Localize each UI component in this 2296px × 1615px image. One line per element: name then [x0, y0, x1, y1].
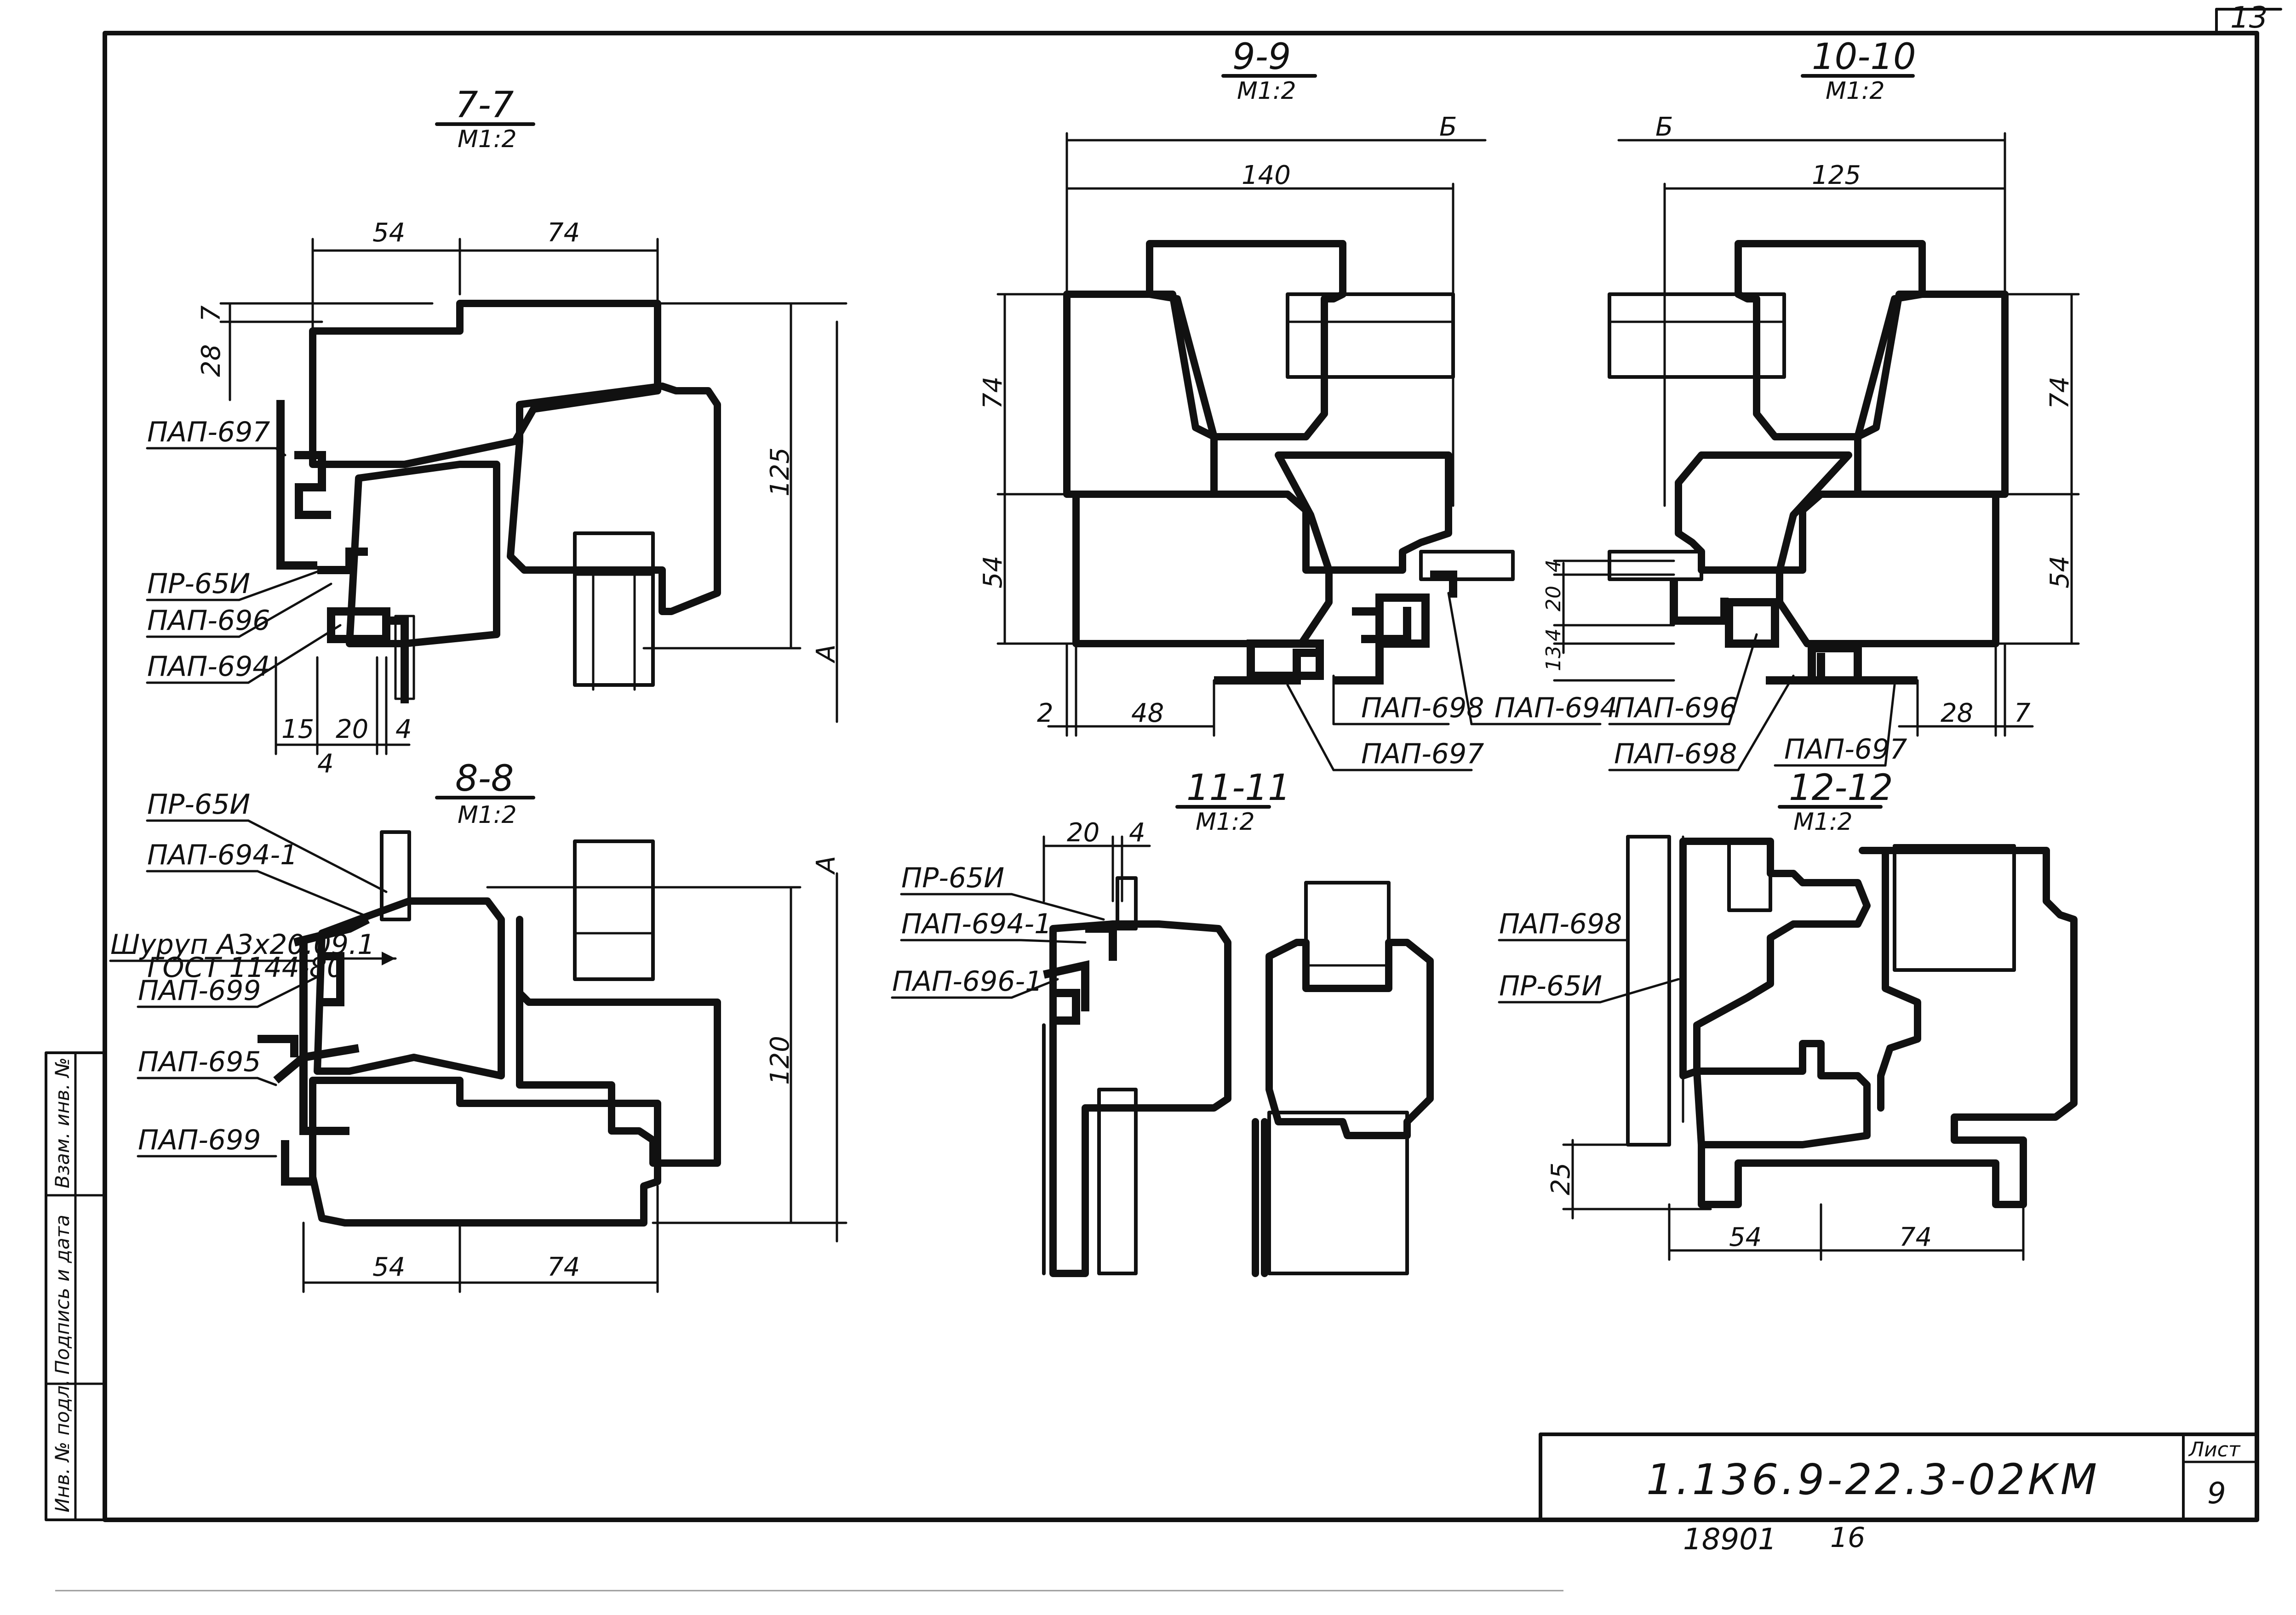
dim-7-7-7: 7 — [196, 305, 226, 322]
dim-7-7-15: 15 — [281, 714, 314, 744]
label-9-9-pap697: ПАП-697 — [1361, 738, 1484, 770]
section-7-7-scale: М1:2 — [458, 126, 517, 153]
label-7-7-pr65i: ПР-65И — [147, 568, 250, 600]
dim-10-10-125: 125 — [1812, 160, 1861, 190]
dim-7-7-4a: 4 — [317, 749, 334, 779]
section-8-8-scale: М1:2 — [458, 801, 517, 829]
section-9-9-title: 9-9 — [1232, 36, 1291, 78]
section-11-11-scale: М1:2 — [1196, 808, 1255, 836]
section-9-9-scale: М1:2 — [1237, 77, 1296, 105]
stamp-code: 1.136.9-22.3-02КМ — [1646, 1455, 2100, 1504]
dim-9-9-140: 140 — [1242, 160, 1291, 190]
label-12-12-pr65i: ПР-65И — [1499, 970, 1602, 1002]
section-10-10-scale: М1:2 — [1826, 77, 1885, 105]
label-10-10-pap698: ПАП-698 — [1614, 738, 1737, 770]
dim-7-7-54: 54 — [372, 218, 405, 248]
dim-10-10-7: 7 — [2014, 698, 2031, 728]
label-8-8-pap695: ПАП-695 — [138, 1046, 261, 1078]
section-8-8: 8-8 М1:2 А 120 54 74 ПР-65И — [109, 758, 847, 1293]
stamp-replace-label: Взам. инв. № — [51, 1057, 74, 1188]
label-11-11-pap6941: ПАП-694-1 — [901, 908, 1052, 940]
label-8-8-pap699a: ПАП-699 — [138, 975, 261, 1007]
label-7-7-pap694: ПАП-694 — [147, 651, 270, 683]
dim-7-7-20: 20 — [336, 714, 368, 744]
section-11-11-title: 11-11 — [1186, 767, 1291, 809]
title-block — [1539, 1432, 2259, 1522]
dim-11-11-4: 4 — [1129, 818, 1145, 848]
archive-suffix: 16 — [1830, 1522, 1865, 1554]
label-7-7-pap697: ПАП-697 — [147, 416, 270, 448]
section-7-7-title: 7-7 — [455, 85, 514, 126]
dim-7-7-A: А — [811, 645, 841, 663]
section-12-12-title: 12-12 — [1789, 767, 1893, 809]
sheet-number: 9 — [2207, 1477, 2226, 1511]
label-11-11-pap6961: ПАП-696-1 — [892, 965, 1042, 998]
dim-10-10-20: 20 — [1542, 586, 1565, 611]
section-10-10: 10-10 М1:2 Б 125 74 54 — [1542, 36, 2080, 771]
dim-11-11-20: 20 — [1067, 818, 1099, 848]
dim-12-12-54: 54 — [1729, 1222, 1762, 1252]
dim-10-10-B: Б — [1655, 112, 1673, 142]
dim-7-7-74: 74 — [547, 218, 580, 248]
dim-8-8-74: 74 — [547, 1252, 580, 1282]
dim-10-10-4a: 4 — [1542, 559, 1565, 572]
label-8-8-gost: ГОСТ 1144-80 — [147, 952, 344, 984]
drawing-frame — [103, 8, 2282, 1522]
section-12-12: 12-12 М1:2 25 54 74 ПАП-698 ПР-65И — [1498, 767, 2078, 1261]
dim-9-9-54: 54 — [978, 556, 1008, 588]
label-8-8-pap6941: ПАП-694-1 — [147, 839, 298, 871]
dim-10-10-28: 28 — [1941, 698, 1973, 728]
dim-12-12-25: 25 — [1546, 1163, 1576, 1195]
side-stamp: Инв. № подл. Подпись и дата Взам. инв. № — [45, 1051, 106, 1521]
section-12-12-scale: М1:2 — [1793, 808, 1853, 836]
dim-10-10-13: 13 — [1542, 645, 1565, 671]
dim-7-7-28: 28 — [196, 344, 226, 377]
dim-10-10-54: 54 — [2045, 556, 2075, 588]
archive-number: 18901 — [1683, 1523, 1777, 1557]
label-12-12-pap698: ПАП-698 — [1499, 908, 1622, 940]
label-10-10-pap696: ПАП-696 — [1614, 692, 1737, 724]
label-8-8-pr65i: ПР-65И — [147, 788, 250, 821]
corner-number: 13 — [2230, 1, 2267, 35]
dim-12-12-74: 74 — [1899, 1222, 1932, 1252]
sheet-label: Лист — [2188, 1438, 2241, 1461]
dim-8-8-120: 120 — [765, 1036, 795, 1085]
section-11-11: 11-11 М1:2 20 4 ПР-65И ПАП-694-1 ПАП-696… — [891, 767, 1434, 1277]
section-7-7: 7-7 М1:2 54 74 7 28 125 А — [146, 85, 847, 779]
label-7-7-pap696: ПАП-696 — [147, 605, 270, 637]
section-9-9: 9-9 М1:2 Б 140 74 54 — [978, 36, 1617, 771]
dim-9-9-2: 2 — [1037, 698, 1054, 728]
label-9-9-pap694: ПАП-694 — [1494, 692, 1617, 724]
label-11-11-pr65i: ПР-65И — [901, 862, 1004, 894]
dim-9-9-B: Б — [1439, 112, 1457, 142]
dim-9-9-48: 48 — [1131, 698, 1164, 728]
section-10-10-title: 10-10 — [1812, 36, 1916, 78]
dim-10-10-74: 74 — [2045, 377, 2075, 409]
dim-7-7-4b: 4 — [395, 714, 412, 744]
label-8-8-pap699b: ПАП-699 — [138, 1124, 261, 1156]
dim-10-10-4b: 4 — [1542, 628, 1565, 641]
label-9-9-pap698: ПАП-698 — [1361, 692, 1484, 724]
dim-8-8-A: А — [811, 856, 841, 875]
dim-7-7-125: 125 — [765, 447, 795, 496]
stamp-sign-label: Подпись и дата — [51, 1215, 74, 1375]
stamp-inv-label: Инв. № подл. — [51, 1379, 74, 1512]
dim-8-8-54: 54 — [372, 1252, 405, 1282]
dim-9-9-74: 74 — [978, 377, 1008, 409]
section-8-8-title: 8-8 — [455, 758, 514, 799]
label-8-8-screw: Шуруп А3х20.09.1 — [110, 929, 375, 961]
